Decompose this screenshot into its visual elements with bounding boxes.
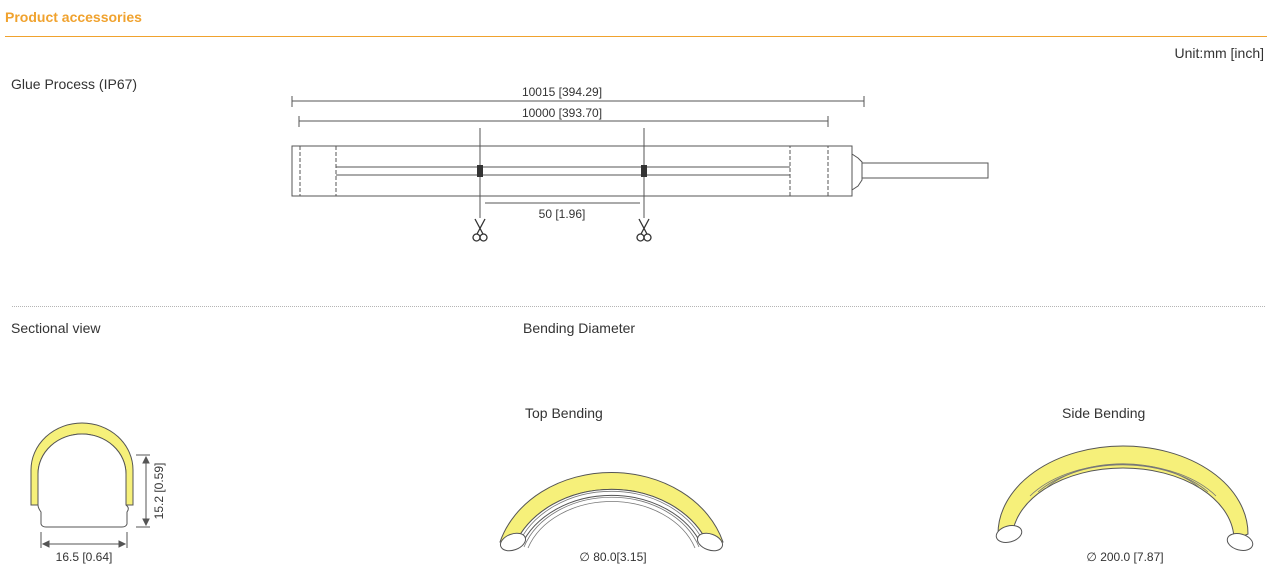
overall-length-label: 10015 [394.29]	[522, 85, 602, 99]
glue-process-drawing: 10015 [394.29] 10000 [393.70] 50 [1.96]	[291, 85, 989, 242]
top-bend-diffuser	[499, 471, 724, 545]
top-bending-label: Top Bending	[525, 405, 603, 421]
glue-process-label: Glue Process (IP67)	[11, 76, 138, 92]
right-end-cap	[789, 145, 829, 197]
unit-label: Unit:mm [inch]	[1174, 45, 1264, 61]
bending-diameter-label: Bending Diameter	[523, 320, 636, 336]
profile-body	[37, 433, 129, 528]
page-title: Product accessories	[5, 9, 142, 25]
section-divider	[12, 306, 1265, 307]
side-bending-diameter: ∅ 200.0 [7.87]	[1086, 550, 1163, 564]
sectional-view-drawing: 16.5 [0.64] 15.2 [0.59]	[30, 422, 166, 564]
side-bending-label: Side Bending	[1062, 405, 1146, 421]
side-bend-diffuser	[997, 445, 1249, 541]
scissors-icon	[472, 218, 488, 242]
cable	[861, 162, 989, 179]
top-bending-drawing: ∅ 80.0[3.15]	[499, 471, 724, 564]
side-bending-drawing: ∅ 200.0 [7.87]	[995, 445, 1254, 564]
left-end-cap	[299, 145, 337, 197]
cut-spacing-label: 50 [1.96]	[539, 207, 586, 221]
section-height-label: 15.2 [0.59]	[152, 463, 166, 520]
strip-body	[291, 145, 853, 197]
sectional-view-label: Sectional view	[11, 320, 101, 336]
cut-mark-right	[641, 165, 647, 177]
section-width-label: 16.5 [0.64]	[56, 550, 113, 564]
top-bending-diameter: ∅ 80.0[3.15]	[579, 550, 646, 564]
title-divider	[5, 36, 1267, 37]
scissors-icon	[636, 218, 652, 242]
body-length-label: 10000 [393.70]	[522, 106, 602, 120]
cut-mark-left	[477, 165, 483, 177]
